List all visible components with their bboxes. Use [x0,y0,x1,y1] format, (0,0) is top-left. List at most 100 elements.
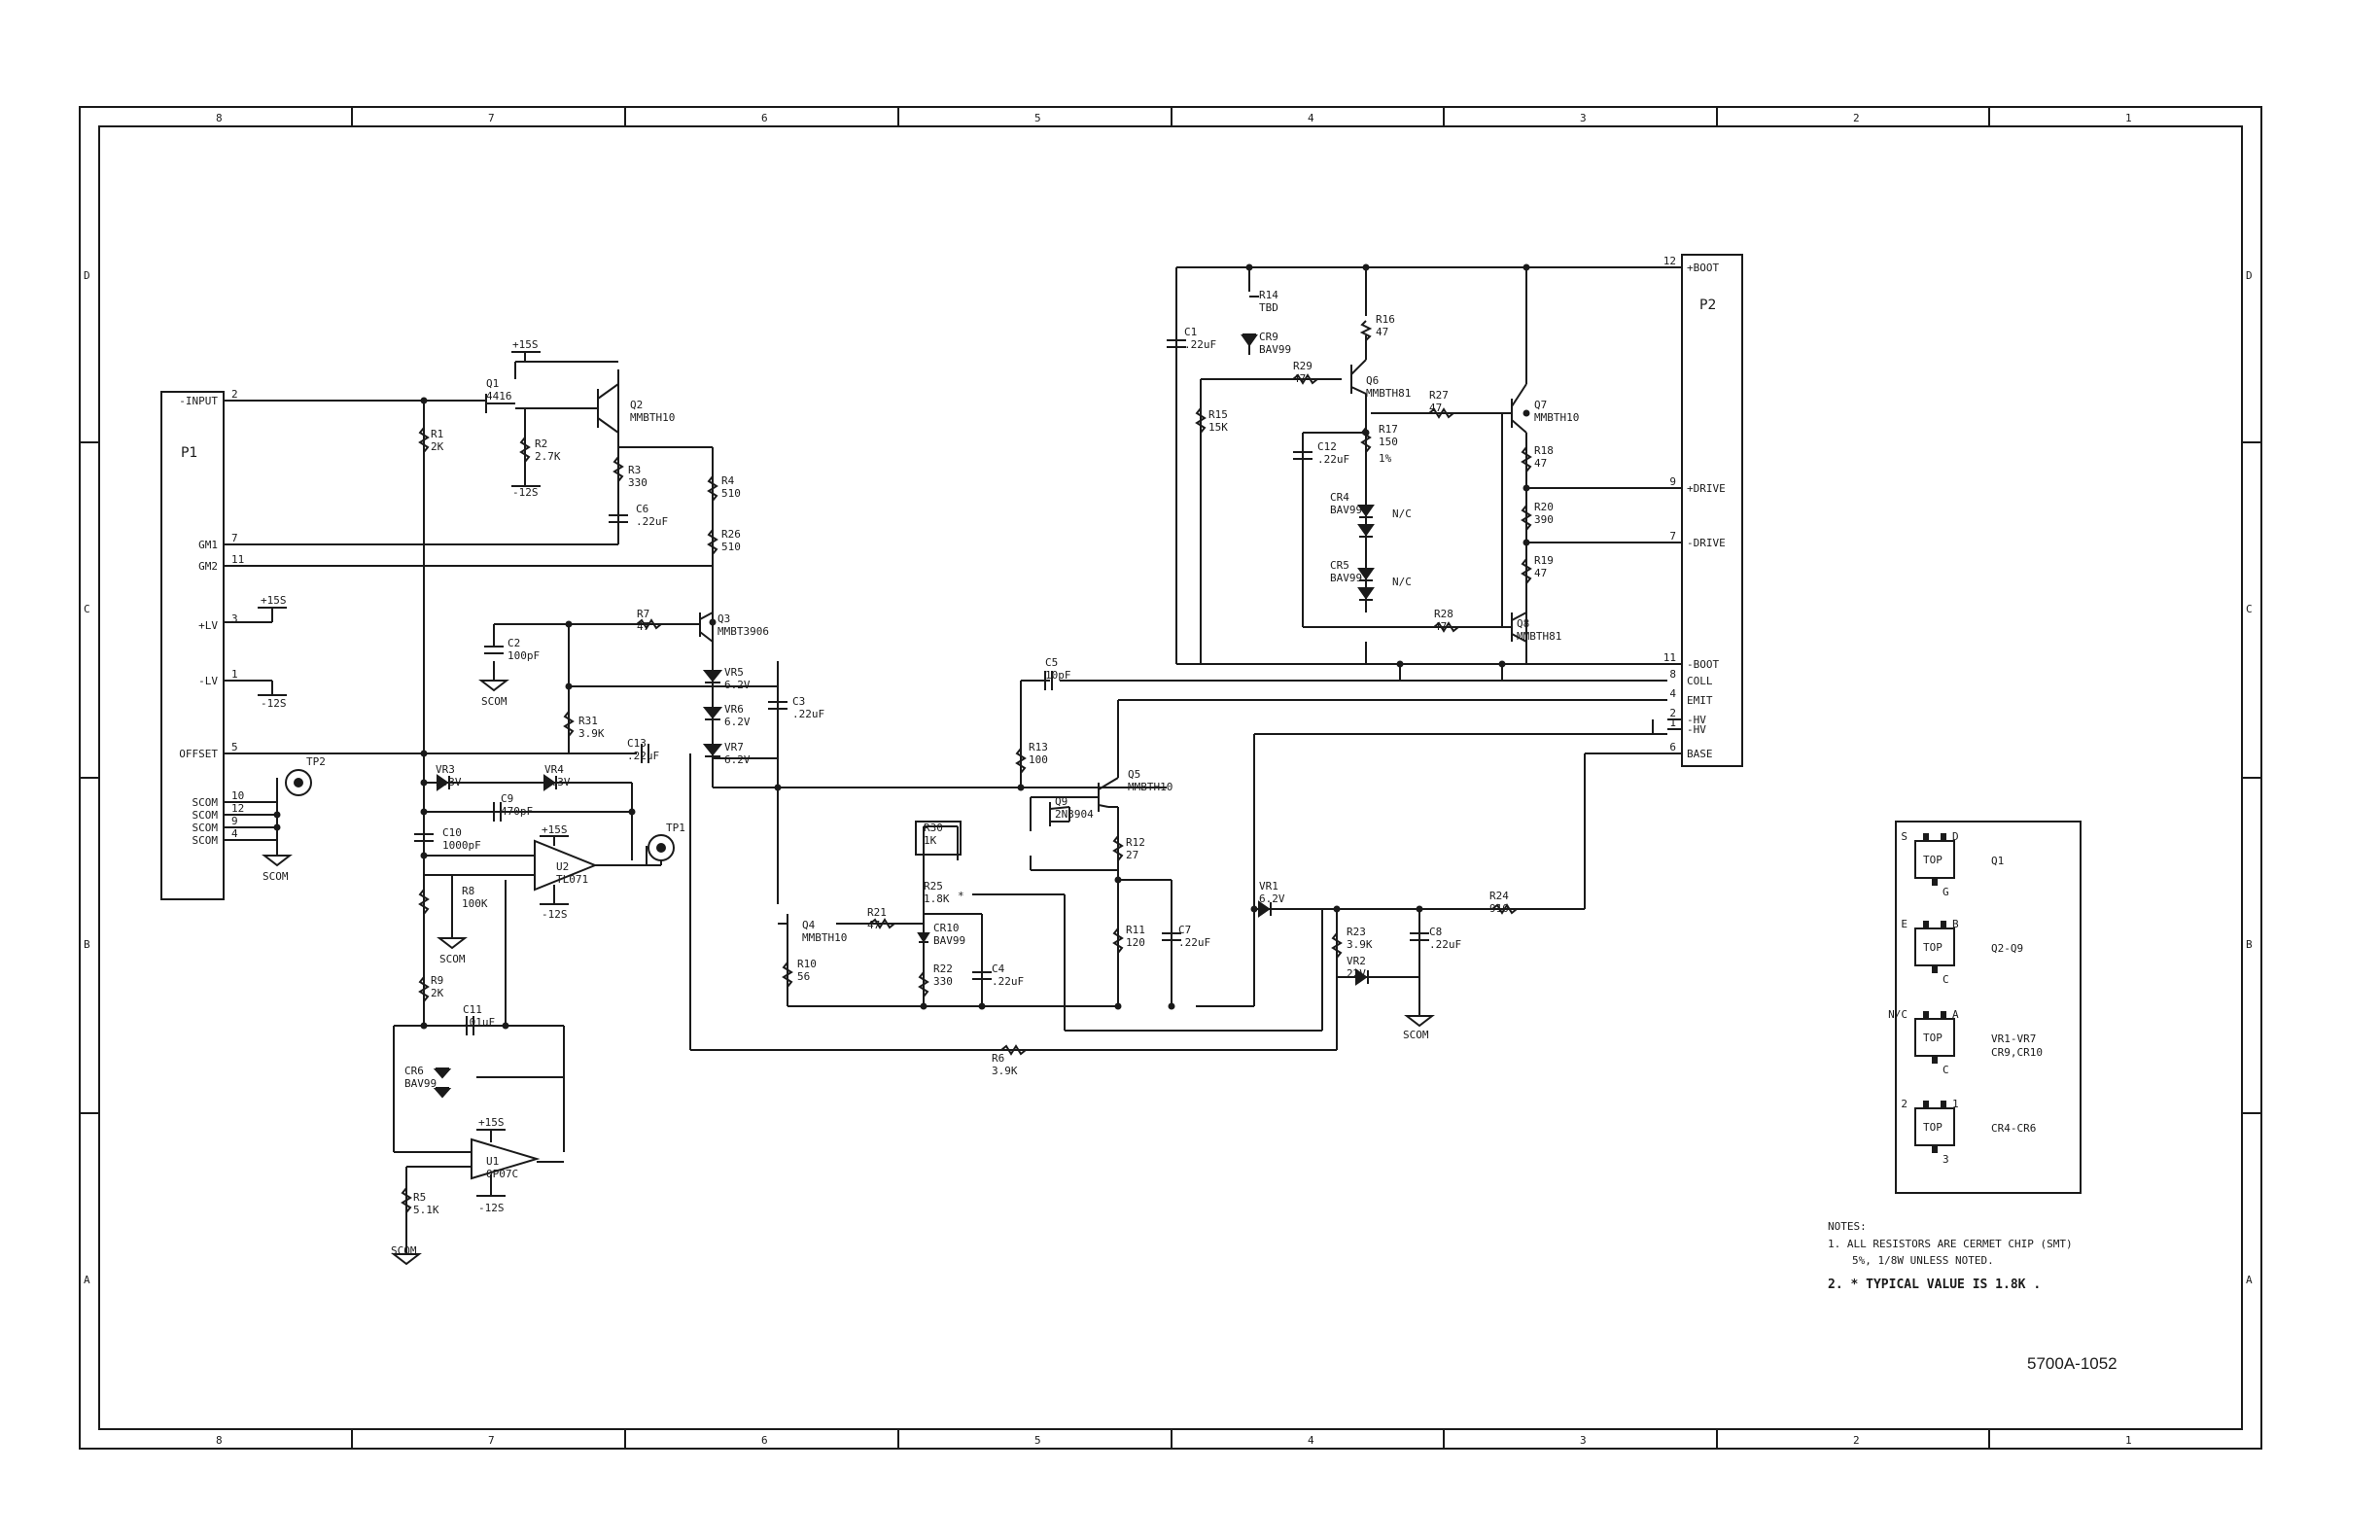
p1-pin-label: GM2 [198,560,218,573]
component-value: MMBTH10 [1534,411,1579,424]
component-value: 2K [431,987,444,999]
package-label: Q2-Q9 [1991,942,2023,955]
pin-label: D [1952,830,1959,843]
component-ref: R1 [431,428,443,440]
supply-pos-q1: +15S [512,338,539,351]
component-value: .22uF [1429,938,1461,951]
pin-label: B [1952,918,1959,930]
p1-pin-number: 9 [231,815,238,827]
package-pin [1932,965,1938,973]
component-ref: U1 [486,1155,499,1168]
supply-neg-u2: -12S [542,908,568,921]
pin-label: S [1901,830,1908,843]
component-ref: C1 [1184,326,1197,338]
p1-pin-label: GM1 [198,539,218,551]
component-value: 390 [1534,513,1554,526]
p1-pin-label: SCOM [192,822,219,834]
component-ref: C4 [992,962,1005,975]
package-pin [1941,1101,1946,1108]
package-pin [1932,1145,1938,1153]
p1-label: P1 [181,445,197,461]
column-label-bottom: 2 [1853,1434,1860,1447]
component-value: 47 [1434,620,1447,633]
supply-pos-u2: +15S [542,823,568,836]
column-label-top: 1 [2125,112,2132,124]
component-value: TL071 [556,873,588,886]
pin-label: G [1942,886,1949,898]
component-ref: C7 [1178,924,1191,936]
package-pin [1941,921,1946,928]
test-point-tp1: TP1 [666,822,685,834]
component-value: 910 [1489,902,1509,915]
component-value: 2N3904 [1055,808,1094,821]
package-pin [1941,833,1946,841]
p2-pin-label: EMIT [1687,694,1713,707]
component-value: 2K [431,440,444,453]
p1-pin-label: SCOM [192,834,219,847]
p1-pin-number: 5 [231,741,238,753]
connector-p2: P2 +BOOT12+DRIVE9-DRIVE7-BOOT11COLL8EMIT… [1663,254,1743,767]
component-value: 27 [1126,849,1138,861]
component-value: OP07C [486,1168,518,1180]
component-ref: C5 [1045,656,1058,669]
component-ref: VR3 [436,763,455,776]
component-ref: R21 [867,906,887,919]
package-label: Q1 [1991,855,2004,867]
column-label-bottom: 3 [1580,1434,1587,1447]
component-ref: R19 [1534,554,1554,567]
component-ref: Q7 [1534,399,1547,411]
component-ref: R30 [924,822,943,834]
component-ref: R10 [797,958,817,970]
component-value: 1K [924,834,937,847]
component-value: BAV99 [933,934,965,947]
package-label: CR9,CR10 [1991,1046,2043,1059]
component-value: 22V [1347,967,1366,980]
component-value: 6.2V [1259,892,1285,905]
component-ref: U2 [556,860,569,873]
component-ref: R22 [933,962,953,975]
notes-block: NOTES: 1. ALL RESISTORS ARE CERMET CHIP … [1828,1220,2073,1292]
notes-line-1: 1. ALL RESISTORS ARE CERMET CHIP (SMT) [1828,1238,2073,1250]
component-value: .22uF [636,515,668,528]
component-ref: VR5 [724,666,744,679]
component-value: MMBTH81 [1366,387,1411,400]
package-pin [1923,833,1929,841]
wires [224,266,1682,1225]
component-ref: CR10 [933,922,960,934]
p2-pin-number: 4 [1669,687,1676,700]
package-label: CR4-CR6 [1991,1122,2036,1135]
p1-pin-label: SCOM [192,809,219,822]
component-value: MMBTH10 [802,931,847,944]
component-value: MMBTH81 [1517,630,1561,643]
notes-line-3: 2. * TYPICAL VALUE IS 1.8K . [1828,1278,2041,1292]
column-label-top: 8 [216,112,223,124]
component-ref: R7 [637,608,649,620]
p2-pin-label: -DRIVE [1687,537,1726,549]
component-ref: R4 [721,474,735,487]
column-label-bottom: 5 [1034,1434,1041,1447]
component-value: BAV99 [1330,504,1362,516]
row-label-left: C [84,603,90,615]
column-label-bottom: 4 [1308,1434,1314,1447]
component-value: 470pF [501,805,533,818]
pin-label: 2 [1901,1098,1908,1110]
component-value: 2.7K [535,450,561,463]
component-ref: R23 [1347,926,1366,938]
supply-pos-u1: +15S [478,1116,505,1129]
component-ref: Q1 [486,377,499,390]
component-ref: R12 [1126,836,1145,849]
p1-pin-number: 7 [231,532,238,544]
component-ref: C12 [1317,440,1337,453]
component-value: .22uF [1178,936,1210,949]
package-top-label: TOP [1923,941,1942,954]
component-value: 510 [721,541,741,553]
component-value: BAV99 [1259,343,1291,356]
package-pin [1923,1011,1929,1019]
component-ref: R29 [1293,360,1312,372]
component-ref: R17 [1379,423,1398,436]
p1-pin-number: 2 [231,388,238,401]
component-ref: VR4 [544,763,564,776]
component-value: 1.8K [924,892,950,905]
component-value: 47 [1429,402,1442,414]
